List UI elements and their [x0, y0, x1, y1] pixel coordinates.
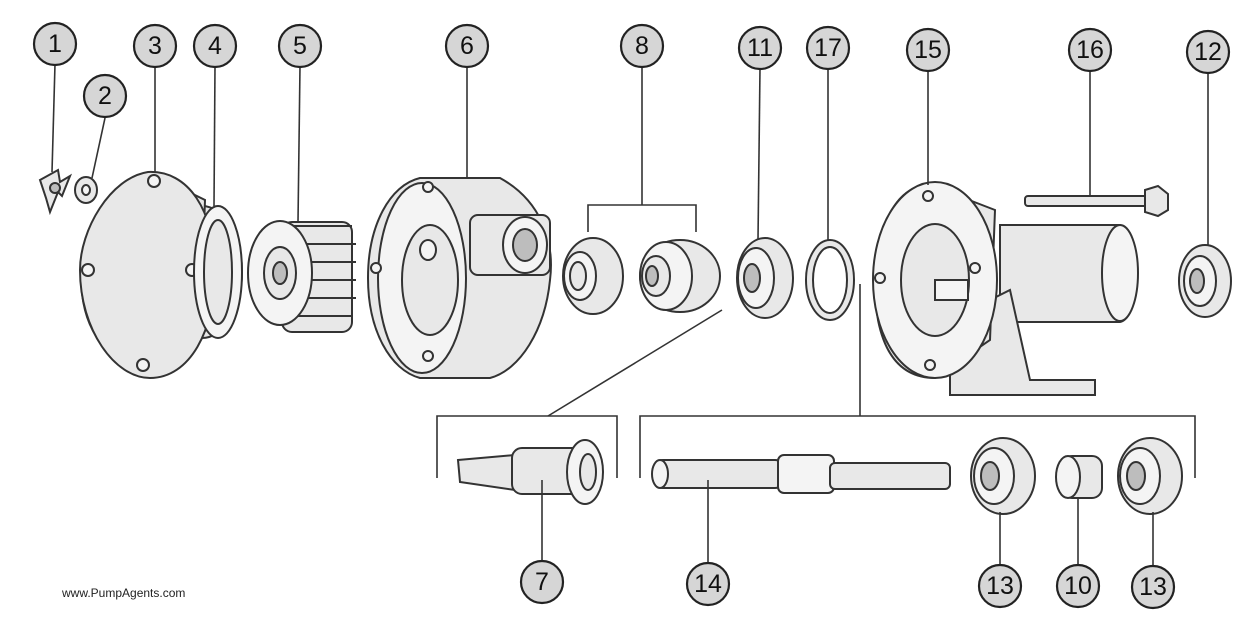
- callout-5: 5: [277, 23, 323, 69]
- callout-16: 16: [1067, 27, 1113, 73]
- callout-7: 7: [519, 559, 565, 605]
- svg-text:5: 5: [293, 32, 307, 60]
- part-spacer: [1055, 455, 1103, 499]
- part-impeller: [247, 220, 356, 333]
- svg-text:13: 13: [1139, 573, 1167, 601]
- svg-text:3: 3: [148, 32, 162, 60]
- svg-text:15: 15: [914, 36, 942, 64]
- callout-8: 8: [619, 23, 665, 69]
- part-seal: [562, 237, 721, 315]
- svg-text:16: 16: [1076, 36, 1104, 64]
- svg-text:1: 1: [48, 30, 62, 58]
- callout-10: 10: [1055, 563, 1101, 609]
- part-shaft-sleeve: [456, 439, 604, 505]
- part-retaining-ring: [805, 239, 855, 321]
- callout-17: 17: [805, 25, 851, 71]
- part-ball-bearing-right: [1178, 244, 1232, 318]
- part-gasket: [193, 205, 243, 339]
- callout-12: 12: [1185, 29, 1231, 75]
- svg-text:17: 17: [814, 34, 842, 62]
- callout-4: 4: [192, 23, 238, 69]
- callout-6: 6: [444, 23, 490, 69]
- leader-lines: [51, 63, 1209, 565]
- callout-13-right: 13: [1130, 564, 1176, 610]
- svg-text:11: 11: [747, 34, 773, 62]
- callout-11: 11: [737, 25, 783, 71]
- svg-text:7: 7: [535, 568, 549, 596]
- callout-1: 1: [32, 21, 78, 67]
- callout-15: 15: [905, 27, 951, 73]
- svg-text:2: 2: [98, 82, 112, 110]
- svg-text:10: 10: [1064, 572, 1092, 600]
- part-ball-bearing-right-lower: [1117, 437, 1183, 515]
- callout-2: 2: [82, 73, 128, 119]
- callout-3: 3: [132, 23, 178, 69]
- part-shaft: [651, 454, 951, 494]
- svg-text:4: 4: [208, 32, 222, 60]
- part-bolt: [1024, 184, 1169, 218]
- part-seal-seat: [736, 237, 794, 319]
- callout-14: 14: [685, 561, 731, 607]
- part-pump-body: [366, 177, 552, 379]
- svg-text:13: 13: [986, 572, 1014, 600]
- part-washer: [74, 176, 98, 204]
- part-ball-bearing-left: [970, 437, 1036, 515]
- svg-text:6: 6: [460, 32, 474, 60]
- svg-text:8: 8: [635, 32, 649, 60]
- svg-text:12: 12: [1194, 38, 1222, 66]
- website-credit: www.PumpAgents.com: [62, 586, 186, 600]
- part-wing-nut: [38, 168, 73, 216]
- callout-13-left: 13: [977, 563, 1023, 609]
- svg-text:14: 14: [694, 570, 722, 598]
- part-bracket: [872, 181, 1139, 396]
